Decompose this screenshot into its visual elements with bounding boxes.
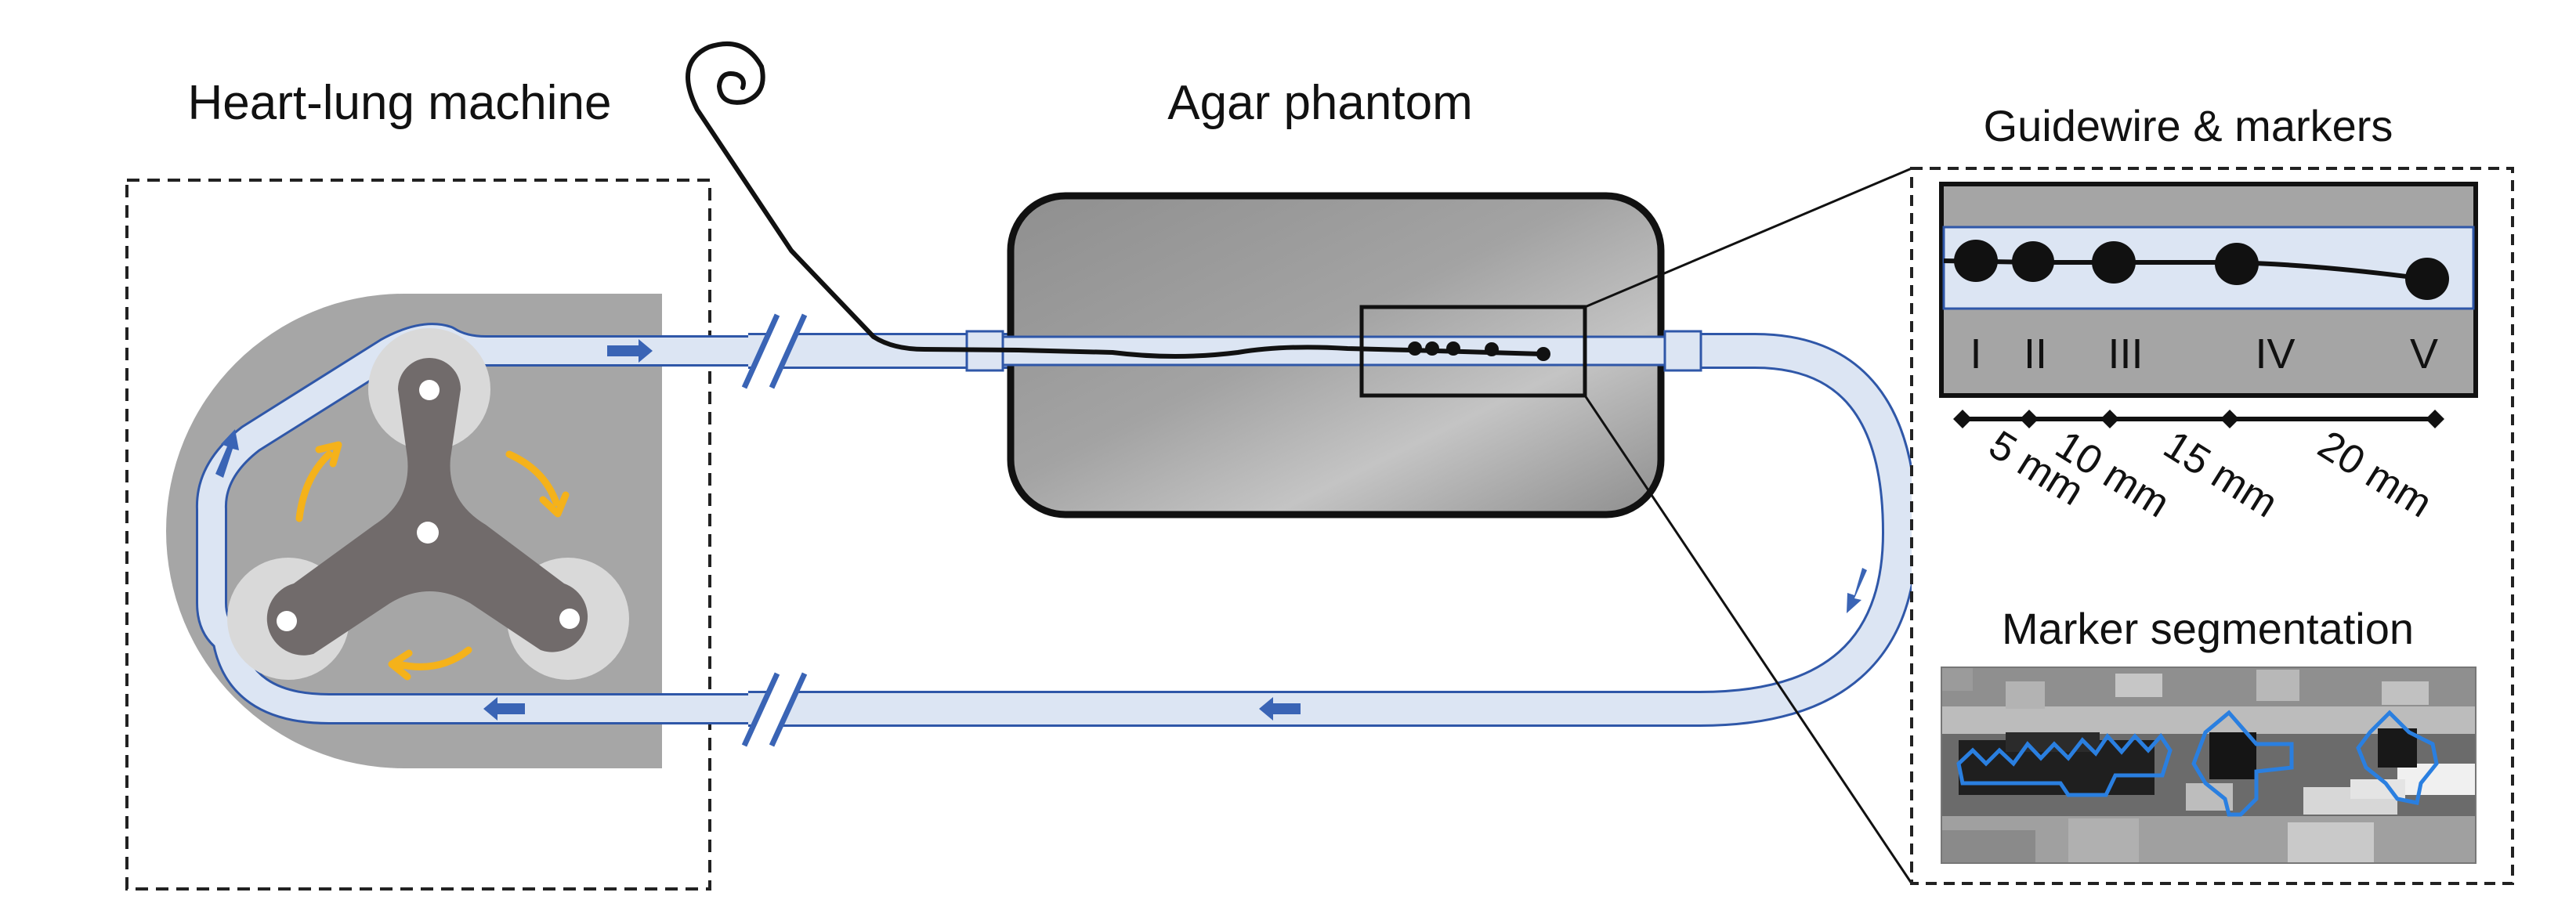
segmentation-outline-3	[2356, 710, 2439, 805]
tubing-loop	[748, 333, 1918, 727]
flow-arrows	[215, 339, 1867, 721]
zoom-line-bottom	[1583, 395, 1913, 884]
agar-phantom-label: Agar phantom	[1167, 76, 1472, 130]
segmentation-outlines	[1956, 710, 2439, 817]
guidewire-markers-label: Guidewire & markers	[1984, 101, 2393, 150]
flow-arrow-left-up	[215, 429, 239, 478]
tube-break-bottom	[741, 672, 808, 747]
marker-label-I: I	[1970, 331, 1981, 378]
segmentation-outline-1	[1956, 732, 2173, 797]
flow-arrow-right-down	[1847, 568, 1867, 613]
marker-III-dot	[2092, 241, 2136, 284]
phantom-markers	[1408, 341, 1550, 361]
heart-lung-machine-label: Heart-lung machine	[187, 76, 611, 130]
zoom-region	[1359, 305, 1587, 398]
zoom-line-top	[1584, 167, 1912, 309]
flow-arrow-bottom-middle	[1259, 697, 1301, 721]
rotation-arrow-right	[505, 450, 560, 507]
marker-II-dot	[2012, 241, 2054, 282]
segmentation-image	[1941, 667, 2476, 863]
heart-lung-machine-box	[125, 179, 711, 891]
rotor-pin-center	[417, 522, 439, 544]
zoomed-markers	[1954, 240, 2449, 300]
marker-label-IV: IV	[2255, 331, 2295, 378]
marker-label-II: II	[2024, 331, 2047, 378]
marker-V-dot	[2405, 258, 2449, 300]
marker-segmentation-label: Marker segmentation	[2002, 604, 2414, 653]
flow-arrow-bottom-left	[483, 697, 525, 721]
guidewire	[686, 41, 1544, 359]
segmentation-outline-2	[2191, 710, 2294, 817]
segmentation-image-frame	[1941, 667, 2477, 864]
rotation-arrow-bottom	[394, 646, 472, 670]
rotor-pin-right	[559, 609, 580, 629]
tube-break-top	[741, 313, 808, 389]
pump-rotor	[266, 358, 588, 656]
rotor-pin-left	[277, 611, 297, 631]
marker-label-III: III	[2107, 331, 2143, 378]
flow-arrow-top	[607, 339, 653, 363]
rotation-arrows	[295, 441, 570, 681]
marker-IV-dot	[2215, 243, 2259, 285]
marker-label-V: V	[2410, 331, 2438, 378]
rotation-arrow-left	[295, 450, 333, 522]
distance-scale	[1953, 410, 2444, 428]
connector-right	[1663, 330, 1702, 372]
rotor-pin-top	[419, 380, 440, 400]
marker-I-dot	[1954, 240, 1998, 282]
